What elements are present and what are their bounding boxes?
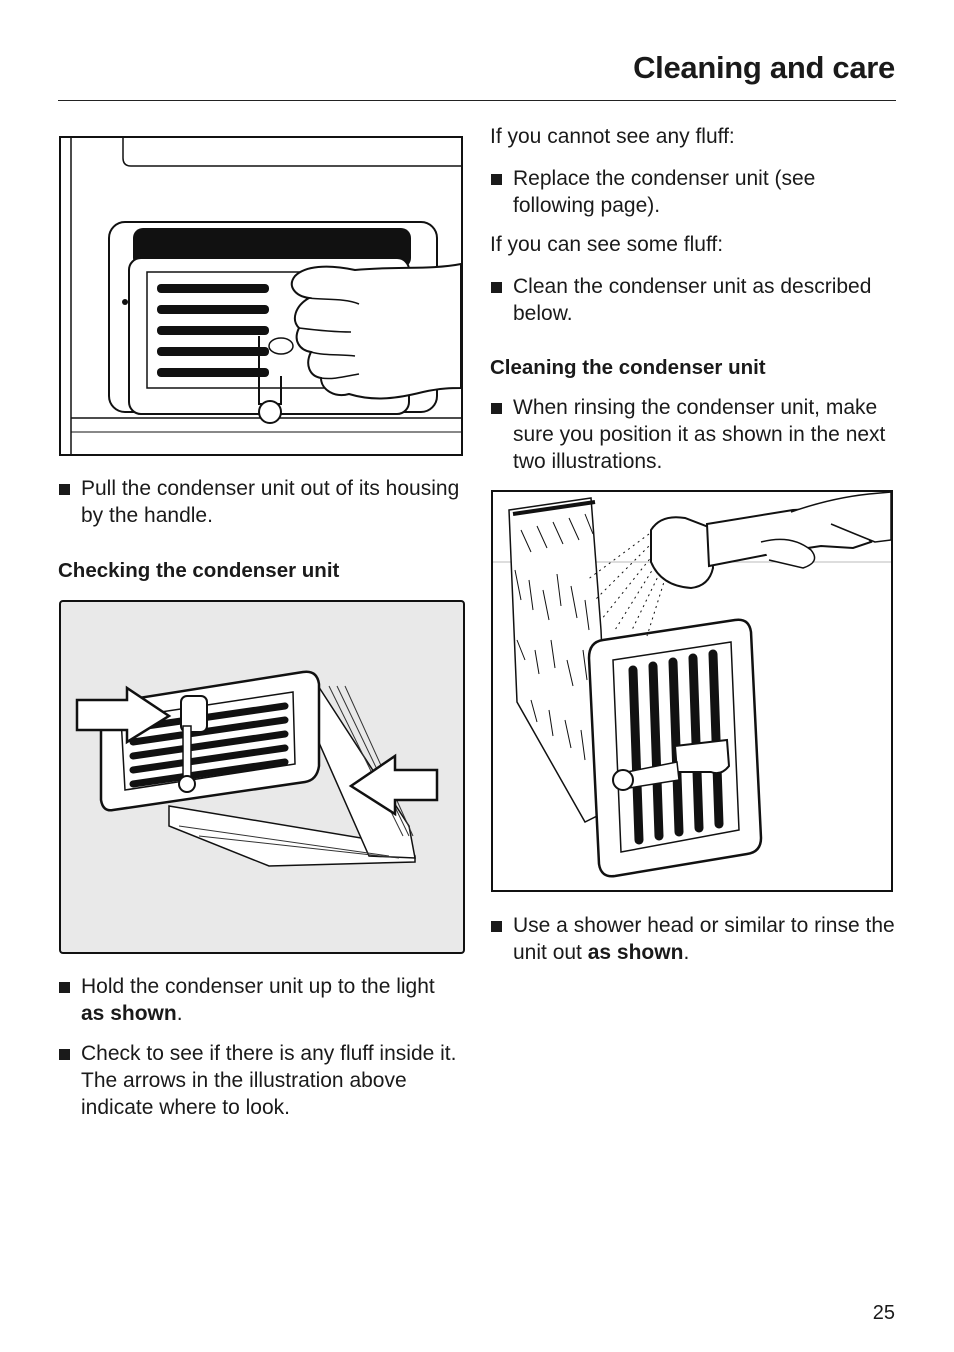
page-number: 25 [872, 1302, 895, 1324]
bullet-clean: Clean the condenser unit as described be… [490, 273, 893, 327]
heading-cleaning: Cleaning the condenser unit [490, 356, 766, 379]
bullet-square-icon [59, 484, 70, 495]
bullet-rinse-position: When rinsing the condenser unit, make su… [490, 394, 896, 475]
bullet-square-icon [491, 282, 502, 293]
heading-checking: Checking the condenser unit [58, 559, 340, 582]
bullet-replace: Replace the condenser unit (see followin… [490, 165, 893, 219]
bullet-square-icon [59, 1049, 70, 1060]
illustration-check-fluff [59, 600, 465, 954]
condition-fluff: If you can see some fluff: [490, 233, 724, 256]
bullet-hold-to-light: Hold the condenser unit up to the light … [58, 973, 461, 1027]
bullet-square-icon [491, 403, 502, 414]
bullet-square-icon [59, 982, 70, 993]
illustration-pull-condenser [59, 136, 463, 456]
illustration-rinse-shower [491, 490, 893, 892]
header-divider [58, 100, 896, 101]
bullet-pull-out: Pull the condenser unit out of its housi… [58, 475, 461, 529]
bullet-square-icon [491, 174, 502, 185]
condition-no-fluff: If you cannot see any fluff: [490, 125, 735, 148]
bullet-square-icon [491, 921, 502, 932]
bullet-shower: Use a shower head or similar to rinse th… [490, 912, 896, 966]
page-title: Cleaning and care [633, 50, 895, 85]
bullet-check-fluff: Check to see if there is any fluff insid… [58, 1040, 461, 1121]
